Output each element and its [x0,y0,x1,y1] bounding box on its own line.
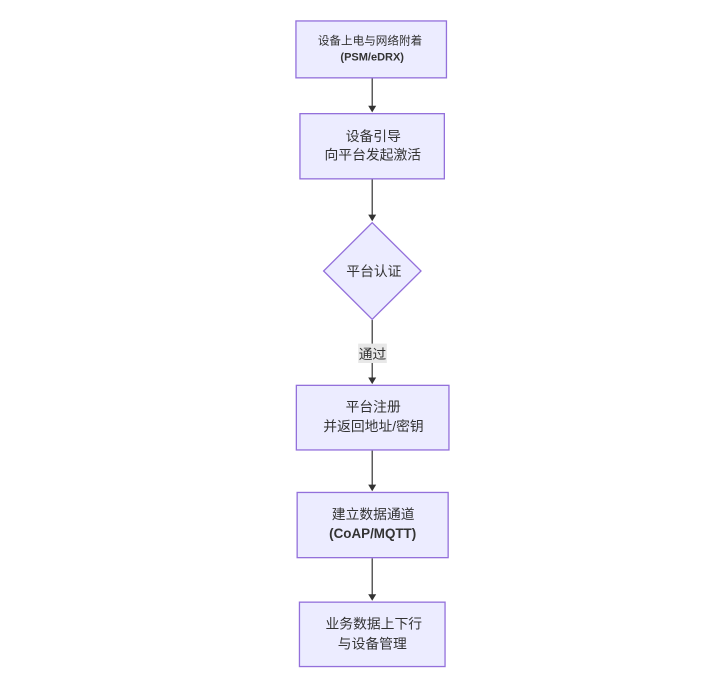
svg-text:平台注册: 平台注册 [346,400,401,415]
svg-text:通过: 通过 [359,347,387,362]
svg-text:(PSM/eDRX): (PSM/eDRX) [340,52,404,64]
svg-text:(CoAP/MQTT): (CoAP/MQTT) [329,526,416,541]
svg-text:设备引导: 设备引导 [346,128,401,144]
svg-text:并返回地址/密钥: 并返回地址/密钥 [323,418,423,434]
svg-text:向平台发起激活: 向平台发起激活 [325,147,422,163]
svg-text:与设备管理: 与设备管理 [338,636,407,652]
svg-text:建立数据通道: 建立数据通道 [332,507,415,522]
svg-text:平台认证: 平台认证 [346,264,401,279]
svg-text:业务数据上下行: 业务数据上下行 [326,617,423,632]
svg-text:设备上电与网络附着: 设备上电与网络附着 [318,33,422,47]
